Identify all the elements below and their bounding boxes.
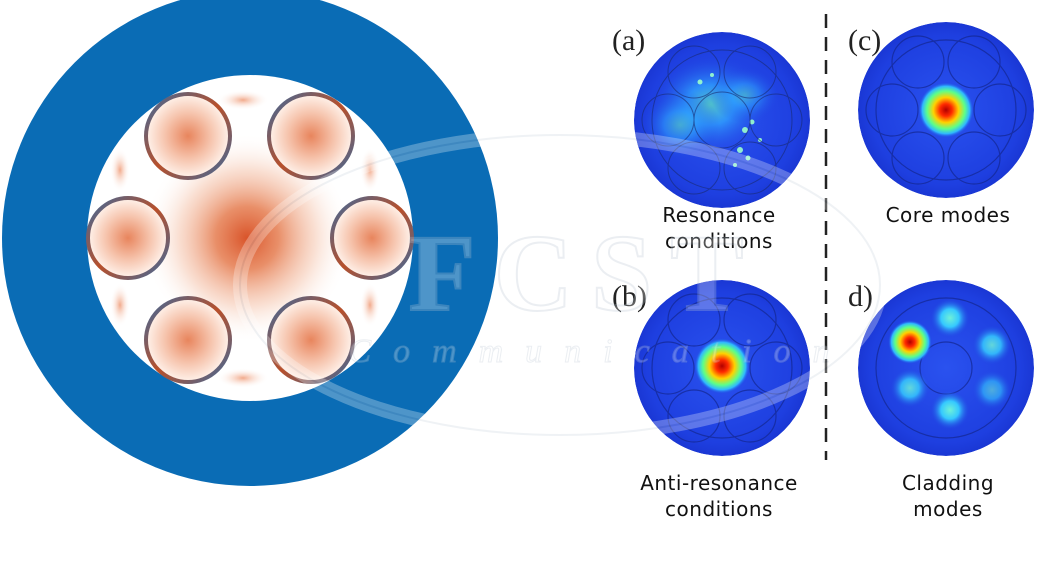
mode-map-a <box>634 32 810 208</box>
panel-a: (a) Resonance conditions <box>612 24 810 253</box>
panel-a-label: (a) <box>612 24 645 57</box>
panel-c: (c) Core modes <box>848 22 1034 227</box>
mode-map-b <box>634 280 810 456</box>
fiber-cross-section <box>2 0 498 486</box>
panel-d-label: d) <box>848 280 873 313</box>
core-mode-field <box>142 133 352 343</box>
panel-a-caption-line1: Resonance <box>662 203 775 227</box>
mode-map-d <box>858 280 1034 456</box>
watermark-brand: FCST <box>408 212 761 334</box>
panel-c-label: (c) <box>848 24 881 57</box>
capillary-tube <box>330 196 414 280</box>
capillary-tube <box>144 296 232 384</box>
panel-d-caption-line2: modes <box>913 497 983 521</box>
capillary-tube <box>267 296 355 384</box>
watermark-sub: Communication <box>348 333 851 370</box>
panel-b-caption-line1: Anti-resonance <box>640 471 798 495</box>
panel-d-caption-line1: Cladding <box>902 471 994 495</box>
capillary-tube <box>144 92 232 180</box>
watermark: FCST Communication <box>233 128 887 442</box>
panel-b: (b) Anti-resonance conditions <box>612 280 810 521</box>
capillary-tube <box>86 196 170 280</box>
panel-a-caption-line2: conditions <box>665 229 773 253</box>
gap-fields <box>110 90 380 388</box>
panel-c-caption-line1: Core modes <box>886 203 1011 227</box>
mode-map-c <box>858 22 1034 198</box>
panel-b-caption-line2: conditions <box>665 497 773 521</box>
capillary-tube <box>267 92 355 180</box>
panel-b-label: (b) <box>612 280 647 313</box>
panel-d: d) Cladding modes <box>848 280 1034 521</box>
